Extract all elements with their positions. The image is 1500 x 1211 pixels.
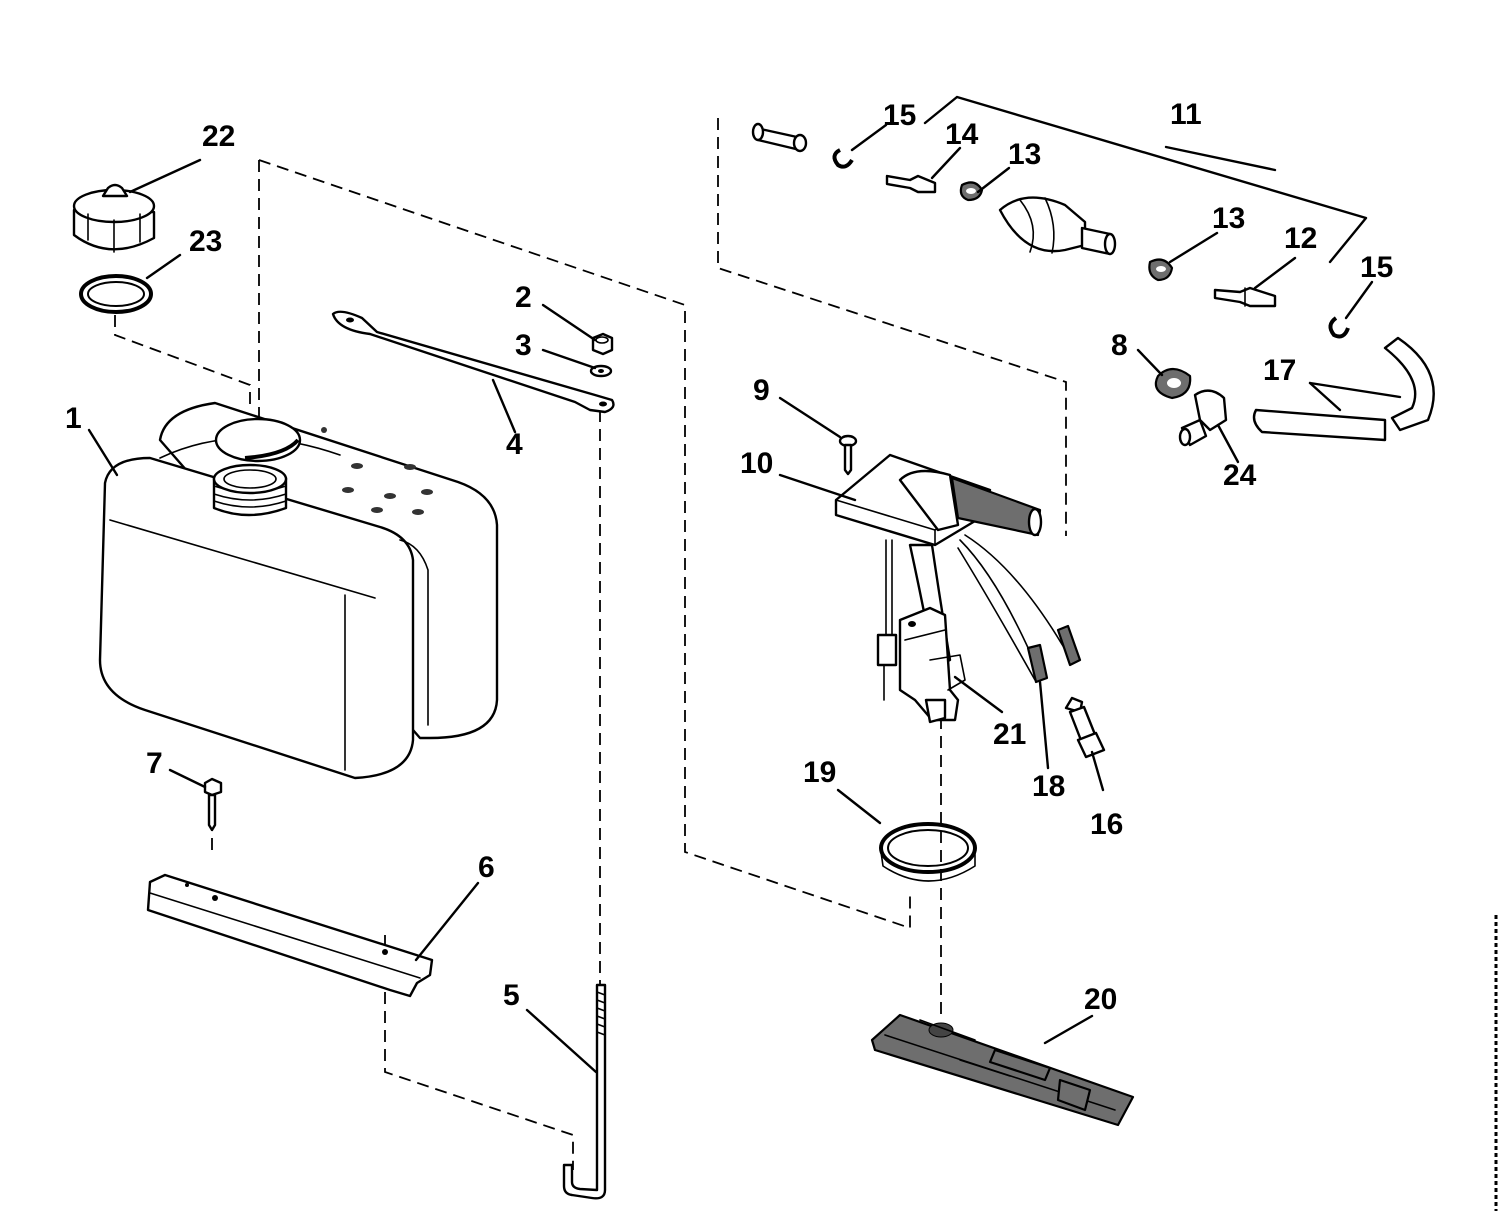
part-label-7: 7 [146,747,163,780]
part-label-17: 17 [1263,354,1296,387]
part-label-9: 9 [753,374,770,407]
part-label-15a: 15 [883,99,916,132]
mounting-bracket [146,873,434,998]
cap-gasket [79,274,153,314]
mount-screw [838,434,858,476]
nut-and-washer [589,332,614,378]
part-label-6: 6 [478,851,495,884]
part-label-2: 2 [515,281,532,314]
hold-down-strap [331,310,615,414]
fuel-pickup-assembly [834,453,1082,724]
fuel-hose [1252,336,1435,442]
part-label-13b: 13 [1212,202,1245,235]
part-label-19: 19 [803,756,836,789]
part-label-23: 23 [189,225,222,258]
assembly-dashed-lines [114,118,1067,1170]
part-label-4: 4 [506,428,523,461]
pickup-gasket [879,822,977,882]
part-label-12: 12 [1284,222,1317,255]
gauge-plate [870,1013,1135,1127]
part-label-24: 24 [1223,459,1257,492]
part-label-21: 21 [993,718,1026,751]
part-label-11: 11 [1170,98,1202,131]
part-label-8: 8 [1111,329,1128,362]
part-label-18: 18 [1032,770,1065,803]
bracket-bolt [203,777,223,832]
primer-bulb-kit [751,122,1350,339]
part-label-20: 20 [1084,983,1117,1016]
fuel-cap [72,183,156,253]
part-label-22: 22 [202,120,235,153]
hose-clamp-and-elbow [1154,367,1228,447]
part-label-5: 5 [503,979,520,1012]
kit-bracket-11 [923,95,1368,264]
part-label-13a: 13 [1008,138,1041,171]
part-label-3: 3 [515,329,532,362]
part-label-15b: 15 [1360,251,1393,284]
part-label-16: 16 [1090,808,1123,841]
part-label-10: 10 [740,447,773,480]
part-label-1: 1 [65,402,82,435]
tie-rod [562,983,607,1200]
fuel-tank [98,401,499,780]
part-label-14: 14 [945,118,979,151]
callout-leaders [87,123,1402,1074]
connector-fitting [1064,696,1106,759]
part-labels: 1 2 3 4 5 6 7 8 9 10 11 12 13 13 14 15 1… [65,98,1393,1016]
